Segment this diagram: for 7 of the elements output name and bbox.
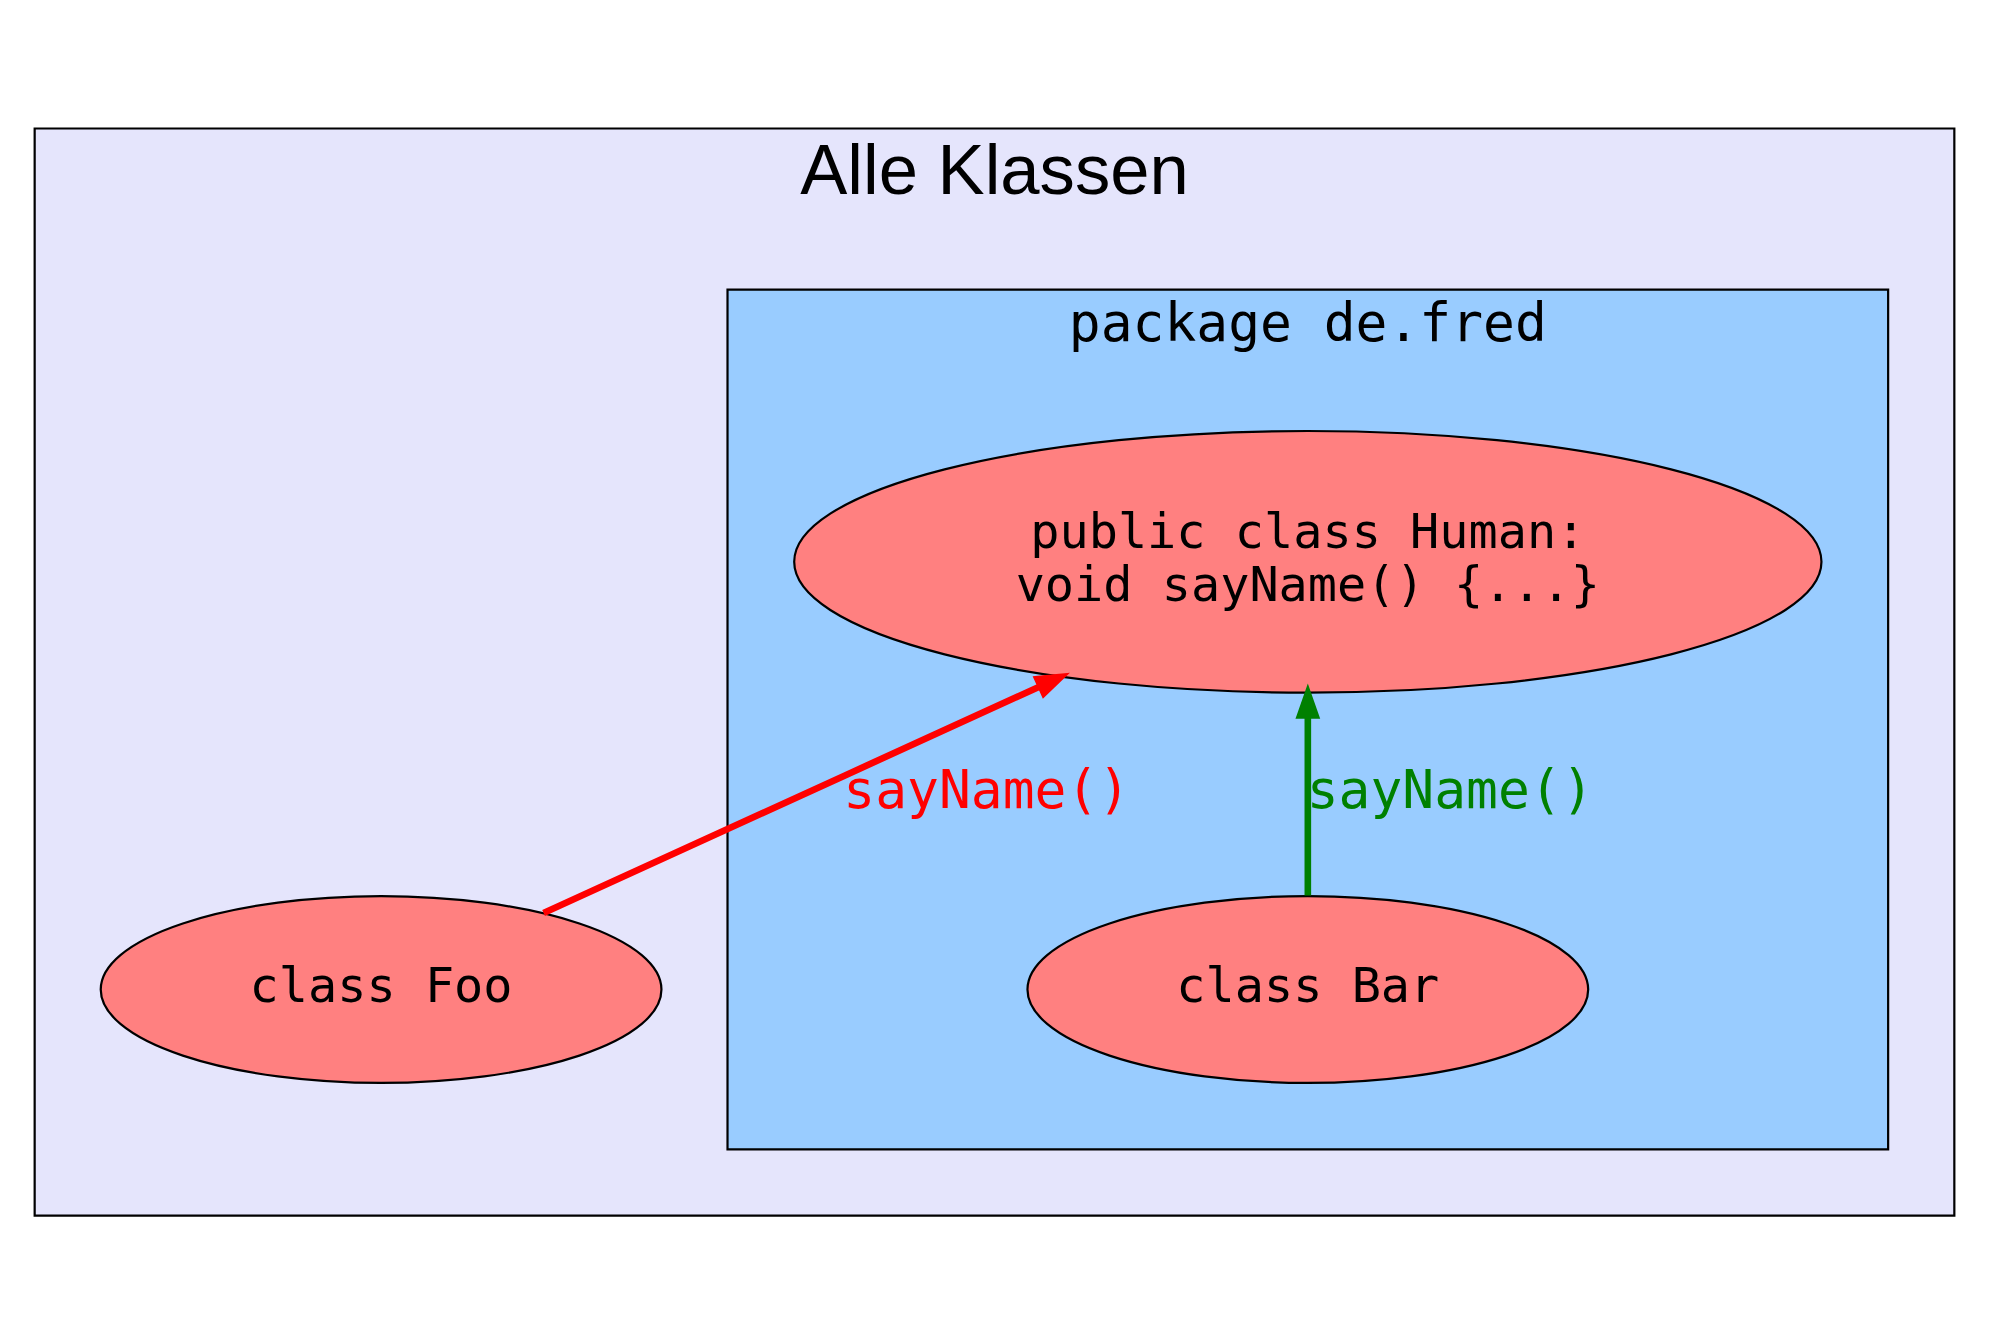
arrow	[1295, 683, 1321, 896]
arrow	[542, 672, 1070, 917]
node-ellipse: public class Human: void sayName() {...}	[793, 429, 1823, 694]
node-ellipse: class Bar	[1026, 894, 1590, 1085]
edge-label: sayName()	[843, 759, 1131, 821]
node-ellipse: class Foo	[99, 894, 663, 1085]
edge-label: sayName()	[1306, 759, 1594, 821]
